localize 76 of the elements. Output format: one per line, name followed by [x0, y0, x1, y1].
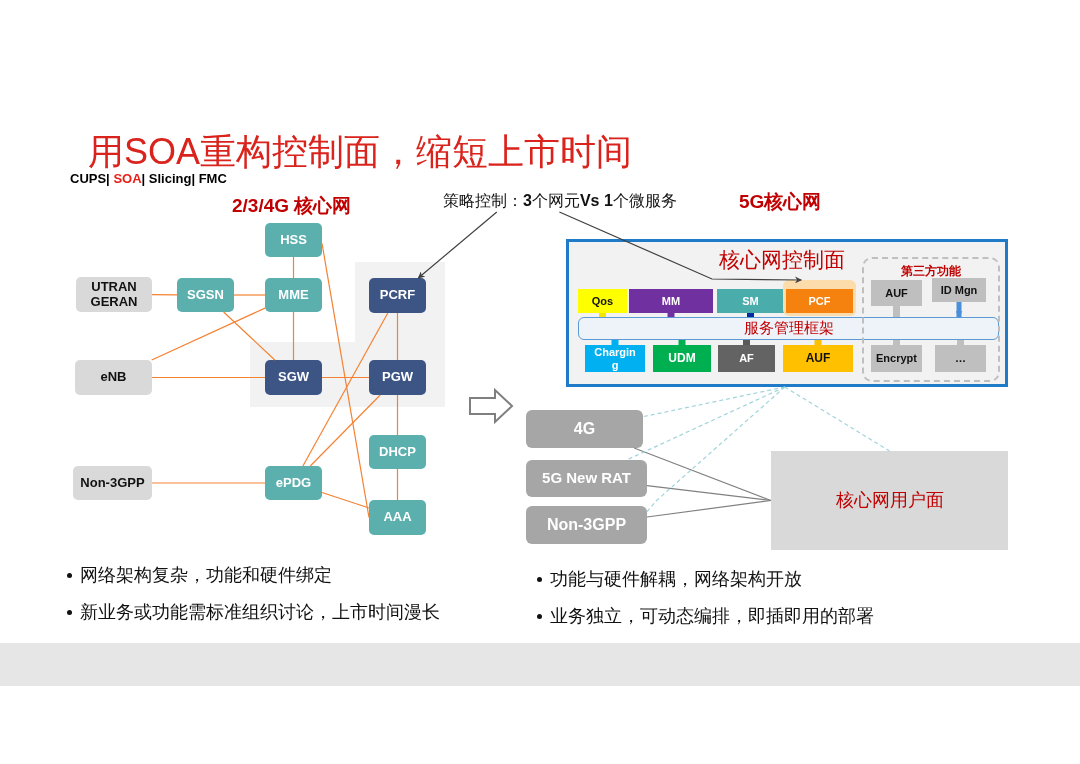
connector-line: [321, 242, 370, 519]
network-element-box: HSS: [265, 223, 322, 257]
panel-heading: 核心网控制面: [719, 247, 845, 273]
connector-tab: [814, 340, 822, 345]
service-box: AF: [718, 345, 775, 372]
network-element-box: ePDG: [265, 466, 322, 500]
service-bus-bar: 服务管理框架: [578, 317, 999, 340]
connector-tab: [893, 306, 900, 317]
network-element-box: AAA: [369, 500, 426, 535]
service-box: PCF: [783, 280, 856, 316]
connector-tab: [743, 340, 750, 345]
panel-heading: 第三方功能: [900, 263, 962, 280]
access-box: 5G New RAT: [526, 460, 647, 497]
service-box: Encrypt: [871, 345, 922, 372]
connector-line: [396, 312, 399, 361]
annotation-text: 策略控制：3个网元Vs 1个微服务: [437, 190, 709, 212]
connector-line: [396, 394, 399, 436]
network-element-box: SGW: [265, 360, 322, 395]
bullet-text: 网络架构复杂，功能和硬件绑定: [80, 564, 332, 587]
bullet-text: 功能与硬件解耦，网络架构开放: [550, 568, 802, 591]
connector-tab: [747, 313, 754, 317]
service-box: MM: [629, 289, 713, 313]
network-element-box: PCRF: [369, 278, 426, 313]
connector-tab: [893, 340, 900, 345]
service-box: SM: [717, 289, 784, 313]
connector-line: [321, 491, 370, 509]
service-box: AUF: [783, 345, 853, 372]
connector-tab: [957, 340, 964, 345]
service-box: …: [935, 345, 986, 372]
connector-line: [233, 294, 266, 296]
connector-line: [784, 386, 891, 452]
section-heading: 2/3/4G 核心网: [232, 194, 352, 218]
connector-tab: [667, 313, 675, 317]
section-heading: 5G核心网: [739, 190, 822, 214]
connector-line: [151, 482, 266, 484]
connector-line: [646, 386, 786, 513]
service-box: ID Mgn: [932, 278, 986, 302]
connector-line: [633, 447, 772, 502]
service-box: UDM: [653, 345, 711, 372]
access-network-box: UTRAN GERAN: [76, 277, 152, 312]
network-element-box: MME: [265, 278, 322, 312]
slide-title: 用SOA重构控制面，缩短上市时间: [88, 130, 633, 174]
access-box: Non-3GPP: [526, 506, 647, 544]
access-box: 4G: [526, 410, 643, 448]
connector-line: [223, 311, 276, 361]
connector-line: [292, 311, 295, 361]
connector-line: [626, 386, 786, 461]
service-box: AUF: [871, 280, 922, 306]
network-element-box: PGW: [369, 360, 426, 395]
topic-tabs: CUPS| SOA| Slicing| FMC: [70, 171, 227, 186]
access-network-box: Non-3GPP: [73, 466, 152, 500]
network-element-box: SGSN: [177, 278, 234, 312]
arrow: [955, 302, 963, 318]
connector-line: [646, 499, 772, 518]
connector-tab: [599, 313, 606, 317]
connector-line: [292, 256, 295, 279]
connector-tab: [611, 340, 619, 345]
service-box: Qos: [578, 289, 627, 313]
connector-line: [151, 376, 266, 379]
connector-line: [302, 312, 389, 467]
connector-tab: [678, 340, 686, 345]
user-plane-box: 核心网用户面: [771, 451, 1008, 550]
network-element-box: DHCP: [369, 435, 426, 469]
third-party-group: [862, 257, 1000, 382]
arrow: [558, 211, 802, 284]
connector-line: [151, 307, 266, 361]
connector-line: [309, 394, 381, 467]
service-box: Chargin g: [585, 345, 645, 372]
bullet-text: 业务独立，可动态编排，即插即用的部署: [550, 605, 874, 628]
connector-line: [321, 376, 370, 379]
arrow: [417, 211, 498, 279]
bullet-text: 新业务或功能需标准组织讨论，上市时间漫长: [80, 601, 440, 624]
connector-line: [396, 468, 399, 501]
access-network-box: eNB: [75, 360, 152, 395]
connector-line: [151, 294, 178, 296]
control-plane-panel: [566, 239, 1008, 387]
